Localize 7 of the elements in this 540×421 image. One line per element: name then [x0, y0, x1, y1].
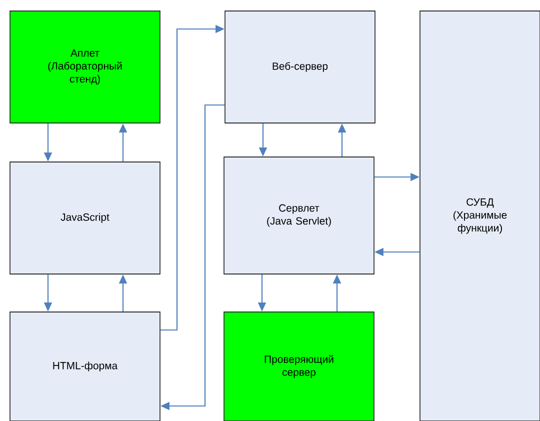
process-box: Проверяющий сервер — [224, 312, 374, 421]
process-box: Веб-сервер — [224, 10, 376, 124]
process-box: JavaScript — [10, 162, 160, 274]
process-box: Аплет (Лабораторный стенд) — [10, 10, 160, 124]
process-box: Сервлет (Java Servlet) — [224, 156, 374, 274]
process-box: СУБД (Хранимые функции) — [420, 10, 540, 421]
process-box: HTML-форма — [10, 312, 160, 421]
